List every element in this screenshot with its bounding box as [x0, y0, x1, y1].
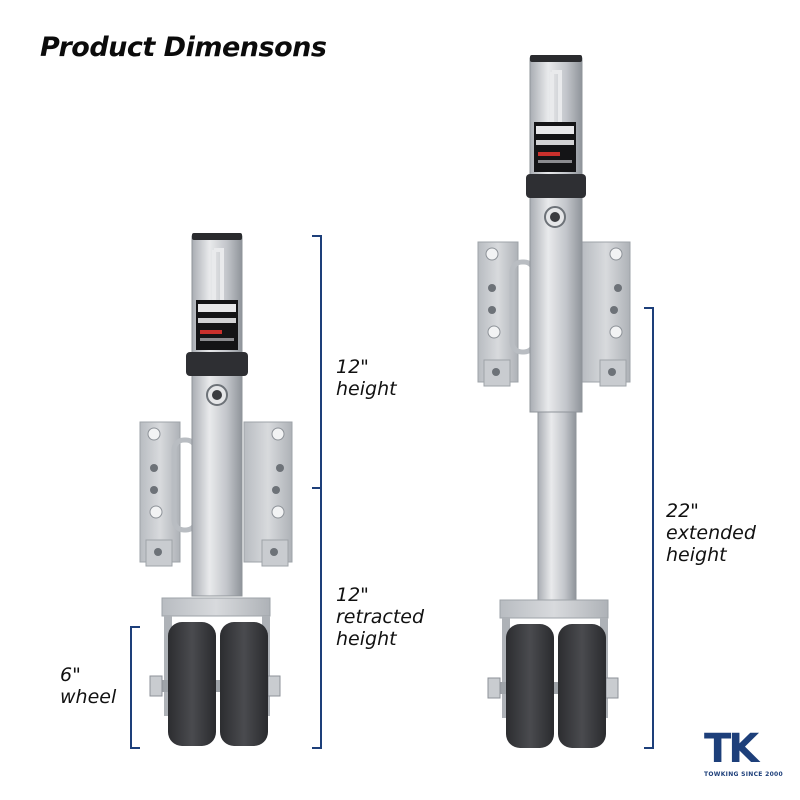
retracted-jack [139, 233, 293, 746]
mount-plate-right [243, 421, 293, 567]
extended-value: 22" [666, 500, 699, 522]
retracted-word1: retracted [336, 606, 425, 628]
retracted-value: 12" [336, 584, 369, 606]
wheel-word: wheel [60, 686, 117, 708]
height-value: 12" [336, 356, 369, 378]
bracket-extended [644, 307, 654, 749]
extended-word2: height [666, 544, 727, 566]
warning-sticker-ext [534, 122, 576, 172]
extended-height-label: 22" extended height [666, 500, 756, 566]
warning-sticker [196, 300, 238, 350]
height-word: height [336, 378, 397, 400]
extended-word1: extended [666, 522, 756, 544]
retracted-height-label: 12" retracted height [336, 584, 424, 650]
wheel-value: 6" [60, 664, 81, 686]
wheel-pair-extended [506, 624, 606, 748]
wheel-pair-retracted [168, 622, 268, 746]
bracket-retracted [312, 488, 322, 749]
height-label: 12" height [336, 356, 397, 400]
wheel-label: 6" wheel [60, 664, 116, 708]
dimension-brackets [130, 235, 654, 749]
logo-tagline: TOWKING SINCE 2000 [704, 771, 783, 778]
bracket-height [312, 235, 322, 489]
extended-jack [477, 55, 631, 748]
brand-logo: TK TOWKING SINCE 2000 [704, 726, 783, 784]
page-title: Product Dimensons [40, 32, 327, 63]
logo-letters: TK [704, 726, 759, 772]
bracket-wheel [130, 626, 140, 749]
retracted-word2: height [336, 628, 397, 650]
mount-plate-right-ext [581, 241, 631, 387]
